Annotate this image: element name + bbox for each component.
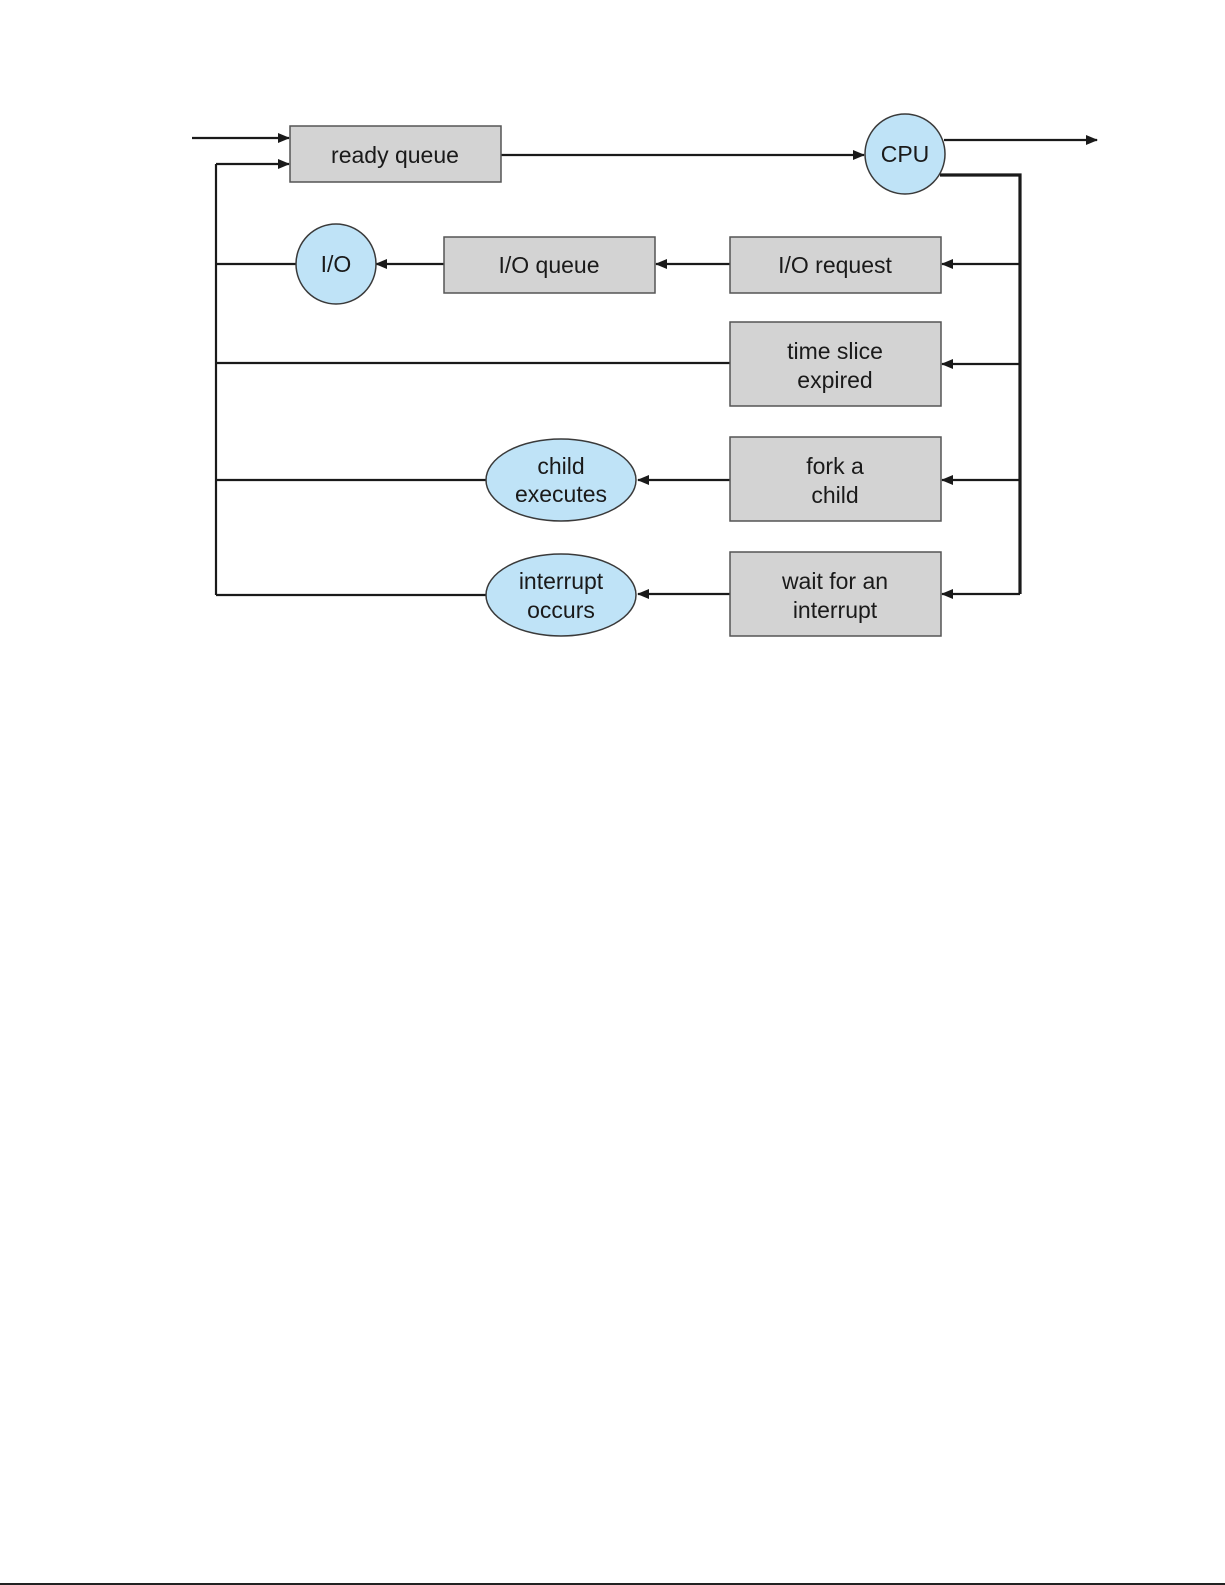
- interrupt-occurs-label-line2: occurs: [527, 597, 595, 623]
- time-slice-label-line2: expired: [797, 367, 872, 393]
- ready-queue-label: ready queue: [331, 142, 459, 168]
- time-slice-expired-box: time slice expired: [730, 322, 941, 406]
- child-executes-label-line1: child: [537, 453, 584, 479]
- interrupt-occurs-node: interrupt occurs: [486, 554, 636, 636]
- wait-for-interrupt-box: wait for an interrupt: [730, 552, 941, 636]
- fork-label-line2: child: [811, 482, 858, 508]
- io-request-box: I/O request: [730, 237, 941, 293]
- io-node: I/O: [296, 224, 376, 304]
- fork-a-child-box: fork a child: [730, 437, 941, 521]
- time-slice-label-line1: time slice: [787, 338, 883, 364]
- edge-cpu-to-bus: [940, 175, 1020, 594]
- io-label: I/O: [321, 251, 352, 277]
- edges: [192, 138, 1097, 595]
- cpu-node: CPU: [865, 114, 945, 194]
- interrupt-occurs-label-line1: interrupt: [519, 568, 604, 594]
- child-executes-node: child executes: [486, 439, 636, 521]
- io-queue-box: I/O queue: [444, 237, 655, 293]
- io-request-label: I/O request: [778, 252, 892, 278]
- io-queue-label: I/O queue: [498, 252, 599, 278]
- wait-label-line1: wait for an: [781, 568, 888, 594]
- fork-label-line1: fork a: [806, 453, 864, 479]
- wait-label-line2: interrupt: [793, 597, 878, 623]
- cpu-label: CPU: [881, 141, 930, 167]
- ready-queue-box: ready queue: [290, 126, 501, 182]
- child-executes-label-line2: executes: [515, 481, 607, 507]
